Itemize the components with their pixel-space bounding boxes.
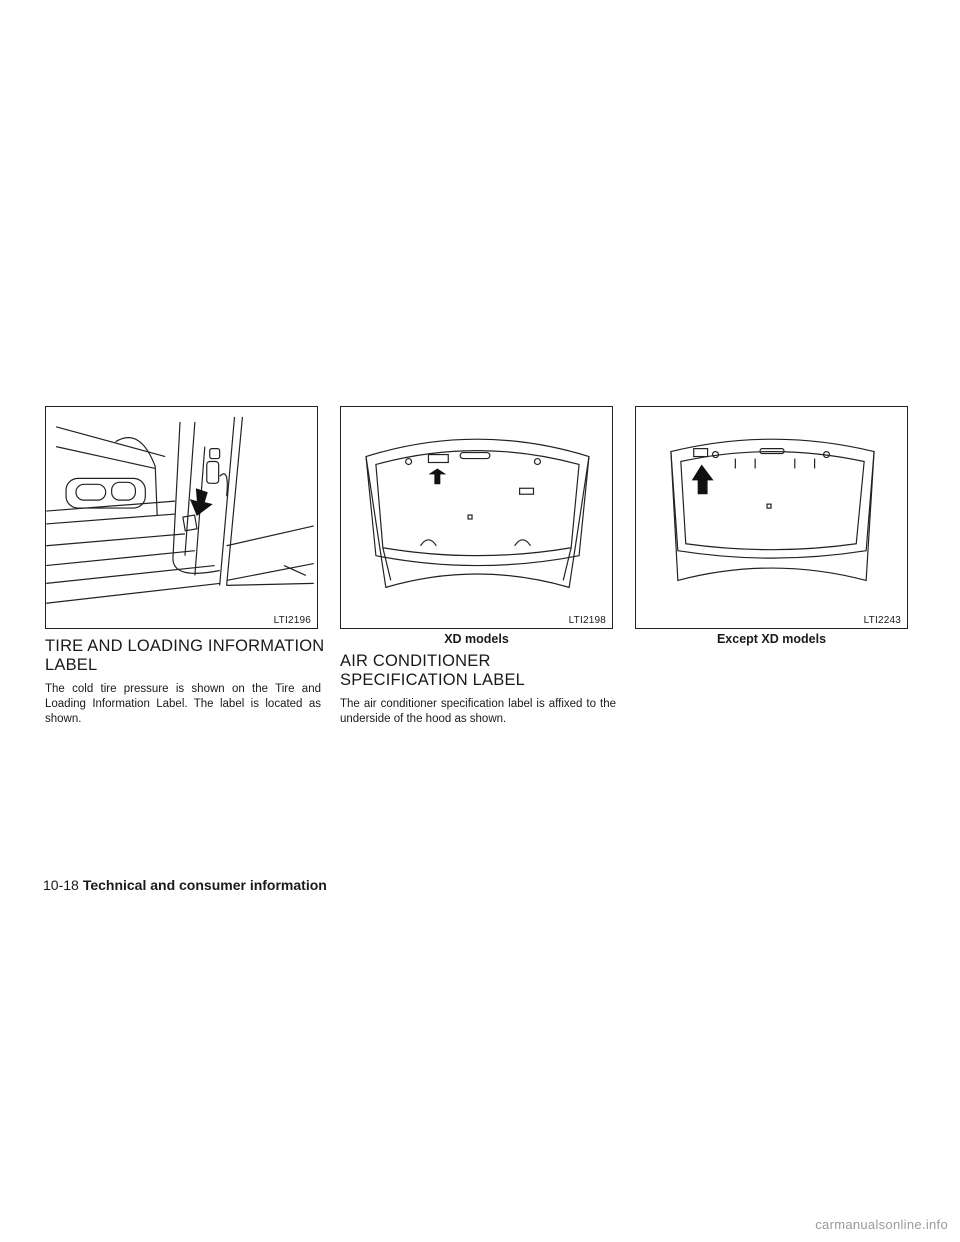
figure-hood-except-xd: LTI2243 <box>635 406 908 629</box>
figure-caption-except-xd: Except XD models <box>716 632 827 646</box>
arrow-icon <box>189 488 213 517</box>
figure-caption-xd: XD models <box>444 632 509 646</box>
figure-tire-label: LTI2196 <box>45 406 318 629</box>
figure-code: LTI2198 <box>566 615 608 626</box>
watermark: carmanualsonline.info <box>815 1217 948 1232</box>
section-heading-tire-label: TIRE AND LOADING INFORMATION LABEL <box>45 637 325 674</box>
chapter-title: Technical and consumer information <box>82 877 327 893</box>
figure-hood-xd: LTI2198 <box>340 406 613 629</box>
figure-code: LTI2243 <box>861 615 903 626</box>
arrow-icon <box>428 468 447 485</box>
hood-underside-illustration <box>670 438 875 582</box>
section-body-tire-label: The cold tire pressure is shown on the T… <box>45 683 321 725</box>
figure-code: LTI2196 <box>271 615 313 626</box>
section-body-ac-label: The air conditioner specification label … <box>340 698 616 725</box>
page-number: 10-18 <box>43 877 79 893</box>
section-heading-ac-label: AIR CONDITIONER SPECIFICATION LABEL <box>340 652 526 689</box>
hood-underside-illustration <box>365 438 590 589</box>
arrow-icon <box>691 464 714 495</box>
door-pillar-illustration <box>46 416 314 604</box>
